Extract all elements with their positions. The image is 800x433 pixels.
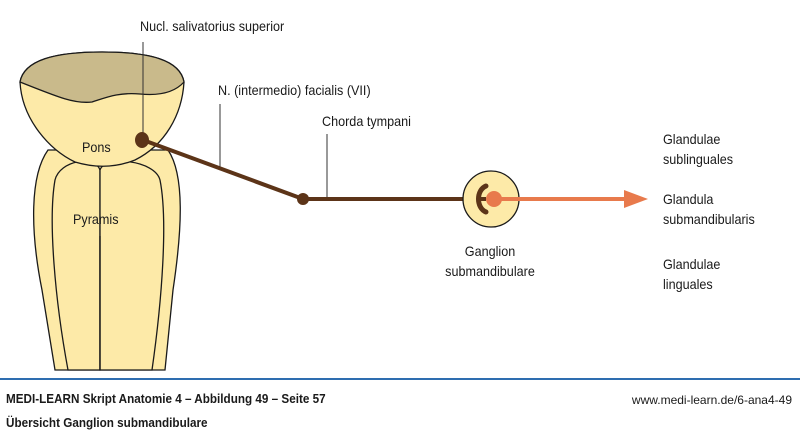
footer-url[interactable]: www.medi-learn.de/6-ana4-49 bbox=[631, 393, 792, 407]
ganglion-line1: Ganglion bbox=[464, 243, 516, 259]
label-pons: Pons bbox=[82, 139, 111, 155]
arrowhead-icon bbox=[624, 190, 648, 208]
label-ganglion: Ganglion submandibulare bbox=[436, 241, 544, 281]
preganglionic-fiber bbox=[135, 132, 480, 205]
leader-lines bbox=[142, 42, 328, 198]
footer-rule bbox=[0, 378, 800, 380]
target-line1: Glandulae bbox=[663, 131, 721, 147]
target-line1: Glandula bbox=[663, 191, 714, 207]
footer-title: MEDI-LEARN Skript Anatomie 4 – Abbildung… bbox=[6, 391, 326, 406]
target-line2: linguales bbox=[663, 276, 713, 292]
label-chorda: Chorda tympani bbox=[322, 113, 411, 129]
label-pyramis: Pyramis bbox=[73, 211, 119, 227]
label-target-submandibular: Glandula submandibularis bbox=[663, 189, 755, 229]
label-target-lingual: Glandulae linguales bbox=[663, 254, 720, 294]
geniculate-node bbox=[297, 193, 309, 205]
target-line2: sublinguales bbox=[663, 151, 734, 167]
footer-subtitle: Übersicht Ganglion submandibulare bbox=[6, 415, 208, 430]
label-nucleus: Nucl. salivatorius superior bbox=[140, 18, 285, 34]
label-nerve: N. (intermedio) facialis (VII) bbox=[218, 82, 371, 98]
target-line1: Glandulae bbox=[663, 256, 721, 272]
ganglion-line2: submandibulare bbox=[445, 263, 535, 279]
ganglion bbox=[462, 170, 648, 228]
label-target-sublingual: Glandulae sublinguales bbox=[663, 129, 733, 169]
pyramid-right bbox=[99, 160, 165, 371]
nucleus-dot bbox=[135, 132, 149, 148]
target-line2: submandibularis bbox=[663, 211, 755, 227]
